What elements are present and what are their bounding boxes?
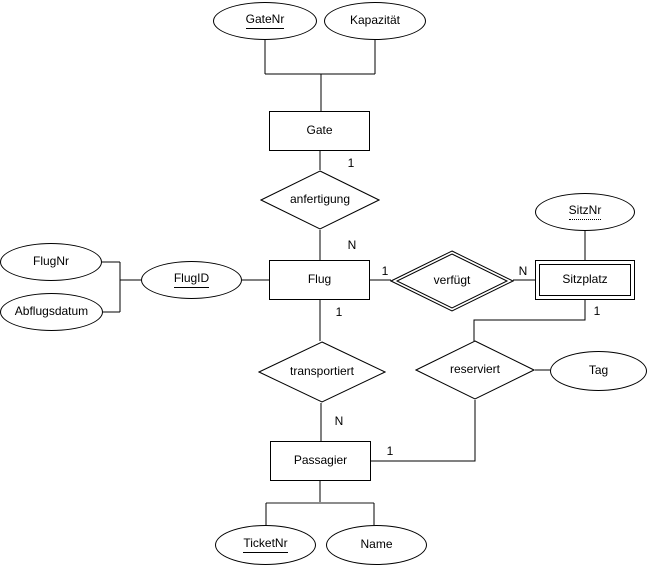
entity-flug-label: Flug [307, 272, 332, 287]
attribute-flugnr[interactable]: FlugNr [0, 243, 102, 281]
relationship-transportiert[interactable]: transportiert [258, 341, 386, 403]
diamond-shape [415, 340, 535, 400]
cardinality-flug-transportiert: 1 [335, 305, 343, 319]
attribute-flugnr-label: FlugNr [32, 254, 69, 269]
attribute-gatenr-label: GateNr [245, 13, 285, 29]
attribute-name[interactable]: Name [326, 525, 427, 565]
attribute-ticketnr-label: TicketNr [243, 537, 288, 553]
cardinality-flug-verfuegt: 1 [381, 264, 389, 278]
entity-gate-label: Gate [306, 123, 333, 138]
entity-sitzplatz[interactable]: Sitzplatz [535, 260, 635, 300]
cardinality-passagier-reserviert: 1 [386, 444, 394, 458]
cardinality-anfertigung-flug: N [347, 238, 357, 252]
diamond-shape [258, 341, 386, 403]
entity-passagier[interactable]: Passagier [270, 441, 371, 481]
attribute-tag-label: Tag [588, 363, 609, 378]
entity-sitzplatz-inner-border: Sitzplatz [539, 264, 631, 296]
relationship-transportiert-label: transportiert [289, 364, 355, 379]
attribute-ticketnr[interactable]: TicketNr [215, 525, 316, 565]
entity-sitzplatz-label: Sitzplatz [562, 272, 608, 287]
attribute-kapazitaet[interactable]: Kapazität [324, 2, 426, 40]
cardinality-verfuegt-sitzplatz: N [518, 264, 528, 278]
attribute-gatenr[interactable]: GateNr [213, 2, 317, 40]
connector-sitzplatz-reserviert [473, 300, 586, 341]
connector-passagier-reserviert [371, 400, 476, 462]
cardinality-gate-anfertigung: 1 [347, 156, 355, 170]
cardinality-sitzplatz-reserviert: 1 [593, 304, 601, 318]
attribute-tag[interactable]: Tag [550, 351, 647, 391]
relationship-reserviert-label: reserviert [449, 362, 500, 377]
attribute-sitznr[interactable]: SitzNr [535, 193, 635, 231]
diamond-shape [260, 170, 380, 230]
attribute-sitznr-label: SitzNr [568, 204, 602, 220]
entity-flug[interactable]: Flug [269, 260, 370, 300]
relationship-verfuegt[interactable]: verfügt [390, 250, 514, 312]
attribute-name-label: Name [360, 537, 393, 552]
relationship-anfertigung[interactable]: anfertigung [260, 170, 380, 230]
double-diamond-shape [390, 250, 514, 312]
entity-passagier-label: Passagier [293, 453, 348, 468]
attribute-kapazitaet-label: Kapazität [349, 13, 401, 28]
attribute-flugid-label: FlugID [173, 272, 210, 288]
entity-gate[interactable]: Gate [269, 111, 370, 151]
attribute-abflugsdatum-label: Abflugsdatum [14, 304, 89, 319]
attribute-abflugsdatum[interactable]: Abflugsdatum [0, 293, 103, 331]
relationship-reserviert[interactable]: reserviert [415, 340, 535, 400]
attribute-flugid[interactable]: FlugID [141, 261, 242, 299]
relationship-anfertigung-label: anfertigung [289, 192, 351, 207]
cardinality-transportiert-passagier: N [334, 414, 344, 428]
relationship-verfuegt-label: verfügt [433, 273, 471, 288]
